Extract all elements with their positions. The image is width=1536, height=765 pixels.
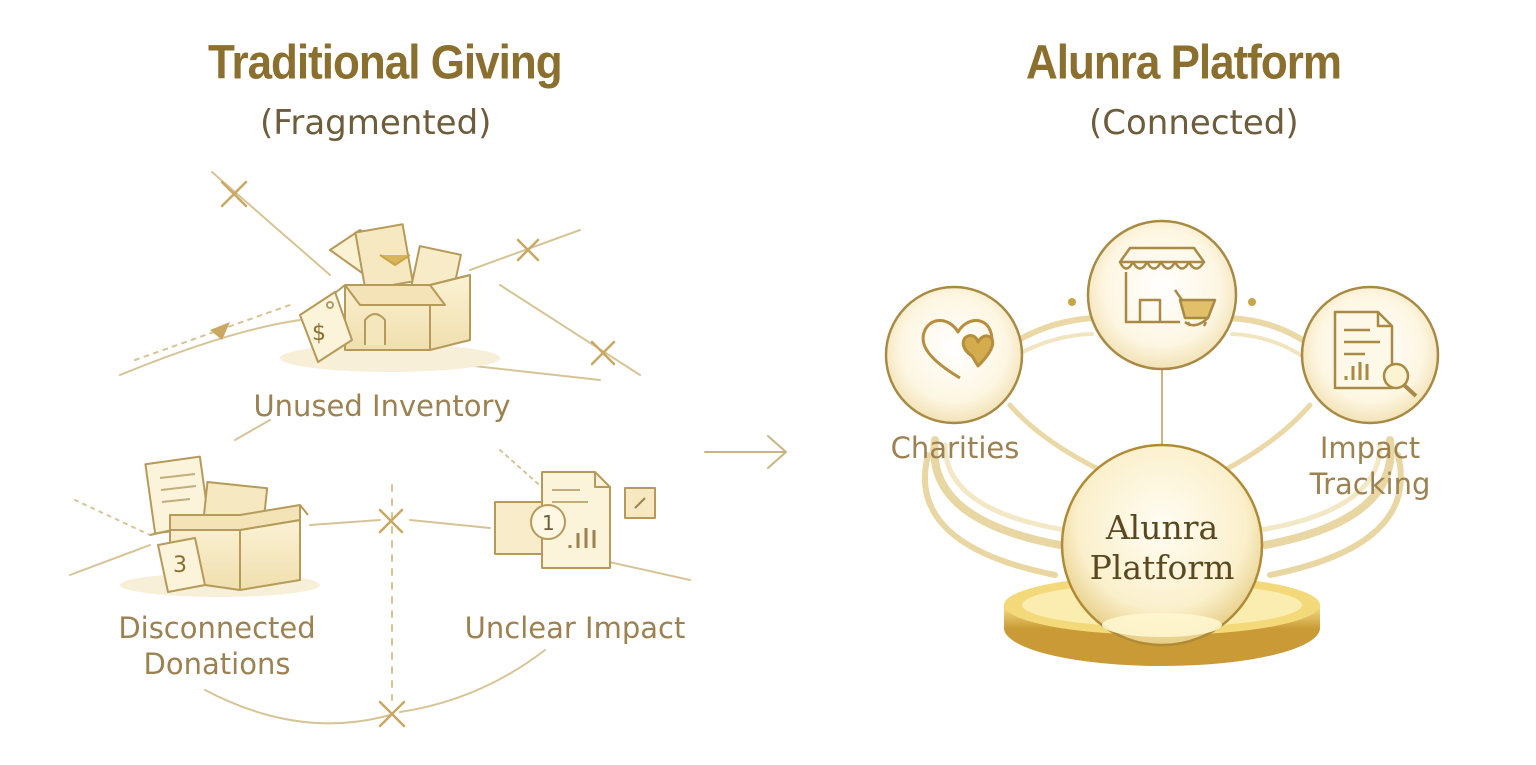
impact-tracking-label: Impact Tracking [1309, 431, 1431, 501]
right-subtitle: (Connected) [1089, 103, 1299, 143]
unclear-impact-label: Unclear Impact [464, 611, 686, 645]
unused-inventory-label: Unused Inventory [253, 389, 511, 423]
document-with-chart-icon [494, 471, 656, 569]
chart-badge-text: 1 [542, 511, 555, 535]
charities-node [884, 285, 1024, 425]
hub-circle [1060, 443, 1264, 647]
open-box-with-price-tag-icon [280, 223, 500, 372]
storefront-with-cart-icon [1118, 246, 1217, 327]
left-subtitle: (Fragmented) [260, 103, 492, 143]
arrow-right-icon [704, 435, 788, 469]
x-mark [590, 340, 616, 366]
impact-tracking-node [1300, 285, 1440, 425]
open-box-with-documents-icon [120, 455, 320, 597]
x-mark [516, 238, 540, 262]
charities-label: Charities [890, 431, 1020, 465]
marketplace-node [1086, 219, 1238, 371]
tag-number-text: 3 [173, 553, 187, 578]
connection-arcs [921, 315, 1404, 578]
disconnected-donations-label: Disconnected Donations [118, 611, 316, 681]
heart-icon [921, 319, 995, 380]
left-title: Traditional Giving [208, 35, 563, 90]
right-title: Alunra Platform [1026, 35, 1342, 90]
x-mark [220, 180, 248, 208]
report-magnifier-icon [1333, 310, 1418, 398]
hub-label: Alunra Platform [1089, 508, 1235, 587]
price-tag-text: $ [312, 321, 326, 346]
x-marks [210, 180, 616, 728]
x-mark [378, 700, 406, 728]
x-mark [378, 508, 404, 534]
